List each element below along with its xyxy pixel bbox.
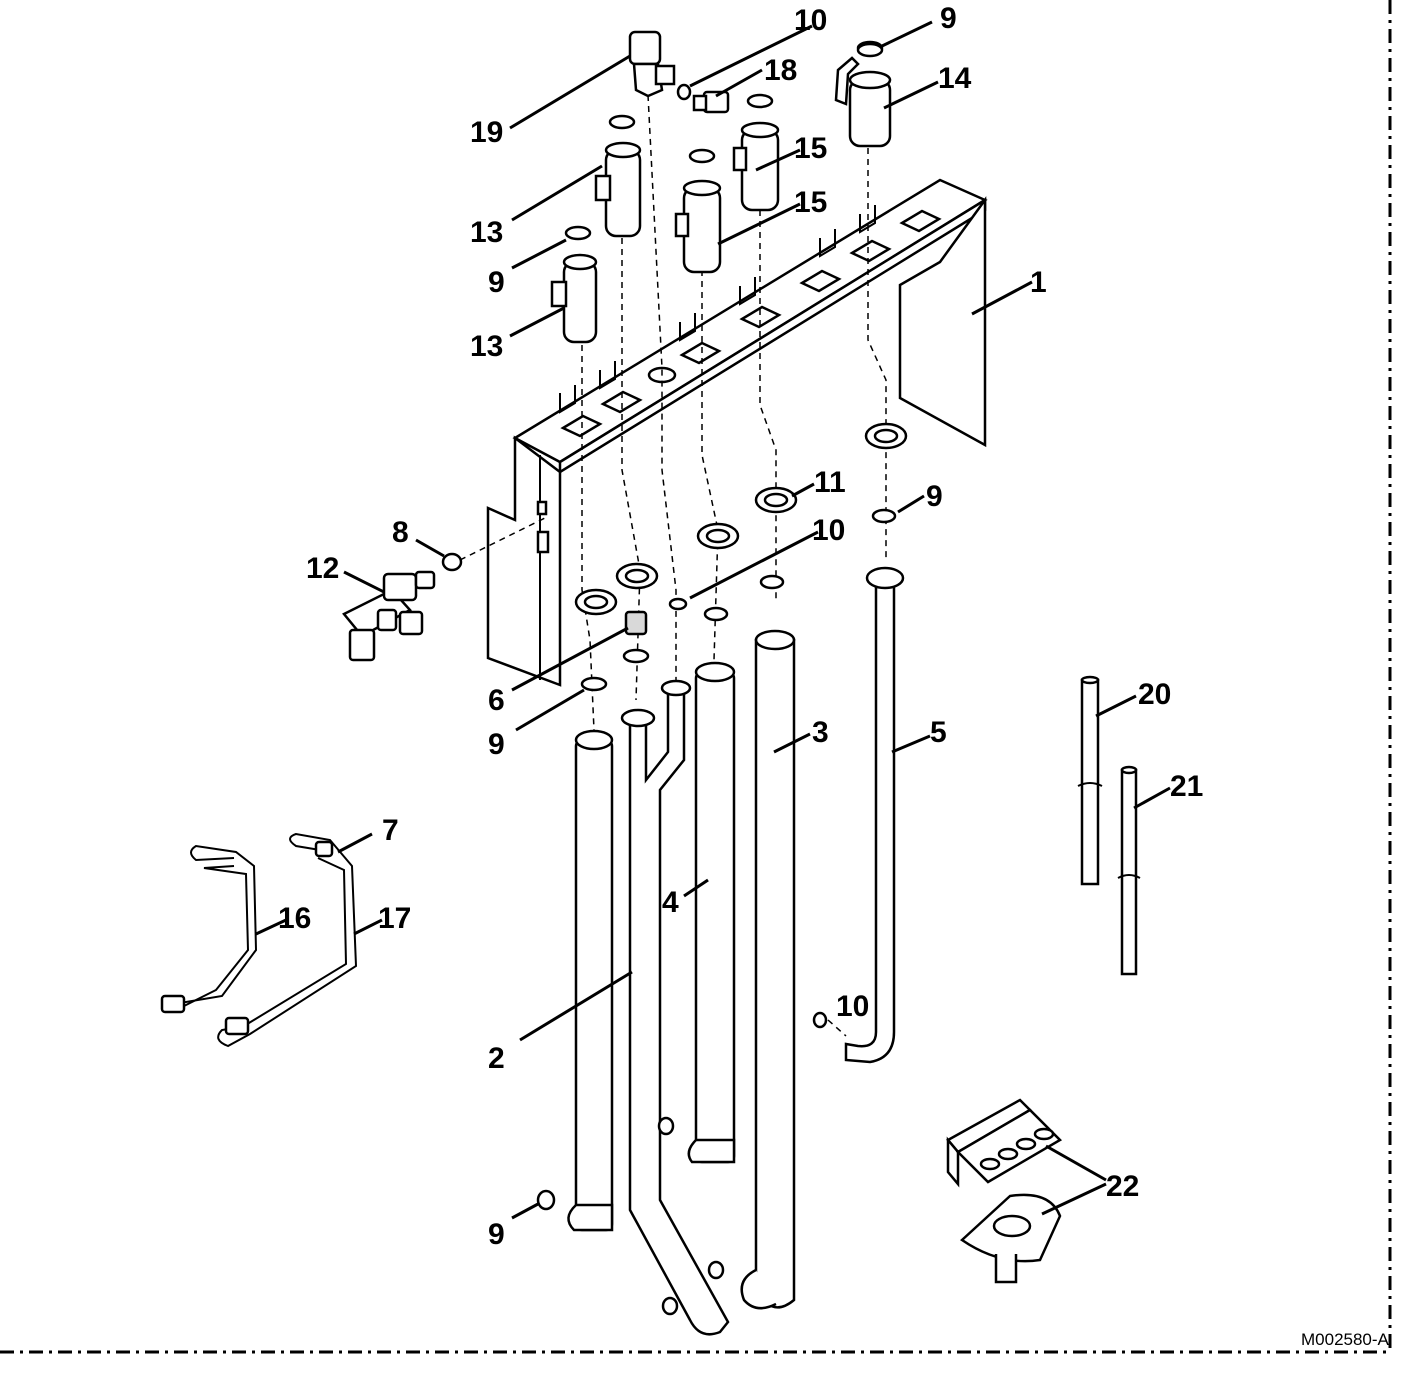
leader-lines xyxy=(255,20,1171,1220)
callout-13-lower: 13 xyxy=(470,330,503,363)
callout-6: 6 xyxy=(488,684,505,717)
part-3-pipe-long xyxy=(740,629,796,1310)
part-17-capillary-tube xyxy=(217,832,358,1048)
part-6-adapter xyxy=(624,610,648,636)
part-22-siphon xyxy=(959,1193,1062,1284)
part-10-ring-bottom xyxy=(812,1011,828,1029)
part-9-rings-bottom xyxy=(536,1116,725,1316)
callout-10-middle: 10 xyxy=(812,514,845,547)
part-3-pipe-short xyxy=(687,661,736,1164)
part-8-nut xyxy=(441,552,463,572)
drawing-frame xyxy=(0,0,1392,1354)
callout-9-left-upper: 9 xyxy=(488,266,505,299)
callout-labels: 1 2 3 4 5 6 7 8 9 9 9 9 9 10 10 10 11 12… xyxy=(278,2,1390,1349)
part-4-pipe xyxy=(620,679,730,1336)
part-1-mounting-frame xyxy=(486,178,988,687)
callout-22: 22 xyxy=(1106,1170,1139,1203)
part-20-rod xyxy=(1077,675,1103,886)
part-2-pipe xyxy=(567,729,614,1232)
callout-2: 2 xyxy=(488,1042,505,1075)
callout-9-top: 9 xyxy=(940,2,957,35)
callout-11: 11 xyxy=(814,466,846,499)
callout-16: 16 xyxy=(278,902,311,935)
part-10-ring-top xyxy=(676,83,692,101)
callout-4: 4 xyxy=(662,886,679,919)
callout-21: 21 xyxy=(1170,770,1203,803)
callout-17: 17 xyxy=(378,902,411,935)
callout-20: 20 xyxy=(1138,678,1171,711)
part-9-rings-middle xyxy=(580,508,897,692)
part-12-fill-valve xyxy=(342,570,436,662)
callout-12: 12 xyxy=(306,552,339,585)
callout-9-right: 9 xyxy=(926,480,943,513)
part-18-nipple xyxy=(692,90,730,114)
part-13-valve-left-lower xyxy=(550,225,598,344)
part-22-bracket xyxy=(946,1098,1063,1188)
part-15-valve-right xyxy=(732,93,780,212)
callout-3: 3 xyxy=(812,716,829,749)
callout-18: 18 xyxy=(764,54,797,87)
callout-19: 19 xyxy=(470,116,503,149)
callout-8: 8 xyxy=(392,516,409,549)
callout-9-left-lower: 9 xyxy=(488,728,505,761)
part-15-valve-middle xyxy=(674,148,722,274)
callout-15-upper: 15 xyxy=(794,132,827,165)
callout-9-bottom: 9 xyxy=(488,1218,505,1251)
callout-5: 5 xyxy=(930,716,947,749)
callout-7: 7 xyxy=(382,814,399,847)
part-10-ring-middle xyxy=(668,597,688,611)
callout-13-upper: 13 xyxy=(470,216,503,249)
part-14-ball-valve xyxy=(834,40,892,148)
callout-14: 14 xyxy=(938,62,972,95)
part-13-valve-left-upper xyxy=(594,114,642,238)
callout-15-lower: 15 xyxy=(794,186,827,219)
part-9-ring-top xyxy=(856,42,884,58)
callout-10-bottom: 10 xyxy=(836,990,869,1023)
part-5-pipe xyxy=(844,566,905,1064)
part-19-safety-valve xyxy=(628,30,676,98)
part-16-capillary-tube xyxy=(160,844,258,1014)
drawing-code: M002580-A xyxy=(1301,1330,1390,1349)
callout-10-top: 10 xyxy=(794,4,827,37)
callout-1: 1 xyxy=(1030,266,1047,299)
part-21-rod xyxy=(1117,765,1141,976)
part-11-nuts xyxy=(574,422,908,616)
